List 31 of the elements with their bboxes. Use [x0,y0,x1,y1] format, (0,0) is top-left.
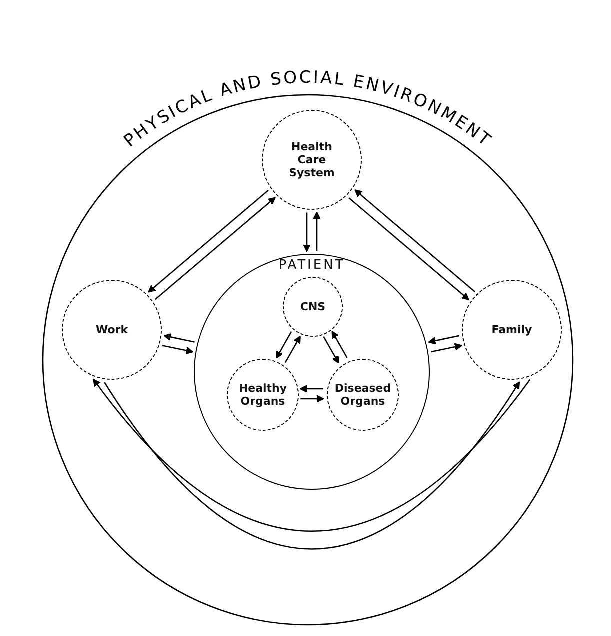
node-label: Health Care System [288,140,336,180]
arrow [354,190,476,293]
arrow [348,197,470,300]
arrow [428,335,460,345]
dashed-circle [462,280,562,380]
arrow [162,345,194,355]
arrow [323,336,340,364]
arrow [93,378,531,532]
group-title: PATIENT [278,259,346,272]
arrow [276,332,292,359]
dashed-circle [283,277,343,337]
dashed-circle [62,280,162,380]
arrow [431,343,462,353]
node-label: CNS [300,300,326,314]
arrow [332,330,348,358]
node-label: Family [492,324,532,336]
arrow [164,333,195,343]
arrow [300,395,324,403]
arrow [148,190,269,293]
node-label: Work [96,324,128,336]
arrow [303,212,311,252]
dashed-circle [227,359,299,431]
arrow [104,382,520,550]
node-label: Diseased Organs [334,382,392,408]
node-label: Healthy Organs [238,382,288,408]
arrow [300,385,324,393]
arrow [313,212,321,252]
dashed-circle [327,359,399,431]
circle-outline [194,254,430,490]
arrow [284,336,301,364]
arrow [155,197,276,300]
